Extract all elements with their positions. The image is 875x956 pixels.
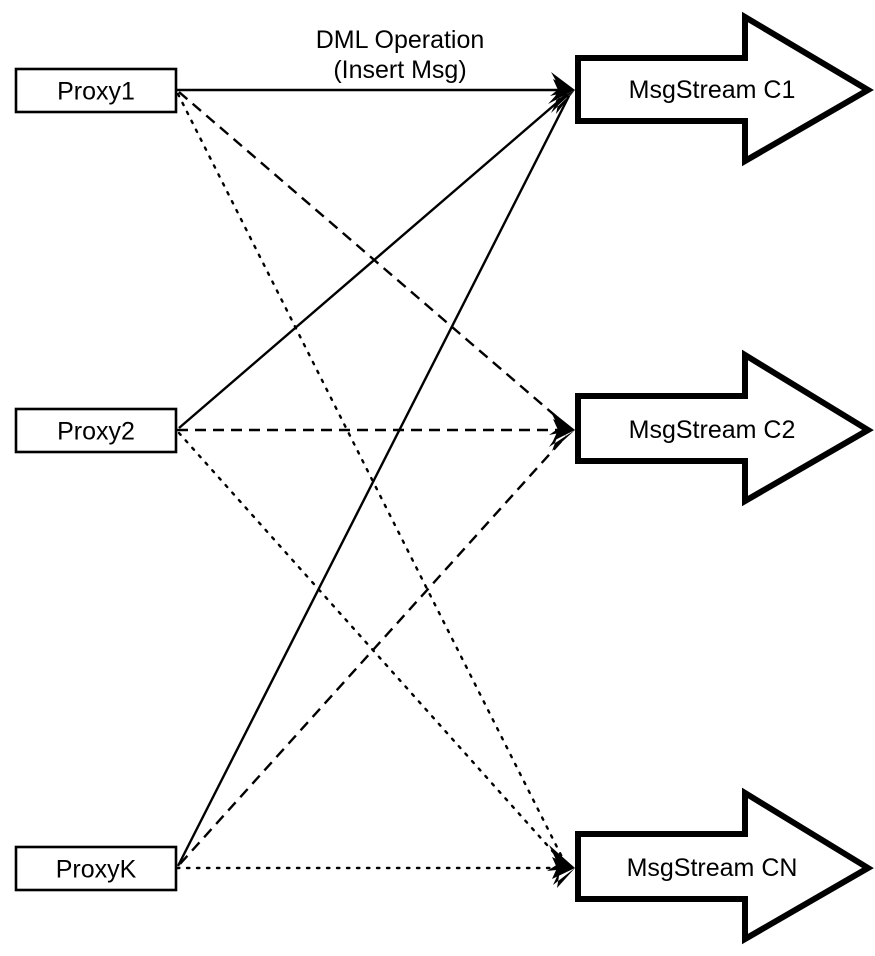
proxy1-label: Proxy1 xyxy=(57,78,135,106)
edge-proxyk-to-stream-c1 xyxy=(176,95,571,867)
stream-c1-label: MsgStream C1 xyxy=(629,76,796,104)
arrowhead-stream-c2 xyxy=(549,410,575,451)
stream-c2-label: MsgStream C2 xyxy=(629,416,796,444)
dml-operation-caption: DML Operation (Insert Msg) xyxy=(316,26,485,84)
caption-line-2: (Insert Msg) xyxy=(333,56,466,84)
edge-proxy2-to-stream-cn xyxy=(177,431,566,866)
stream-cn-label: MsgStream CN xyxy=(627,854,798,882)
proxy1-box[interactable] xyxy=(14,67,178,114)
stream-c1-arrow-shape[interactable] xyxy=(575,11,874,167)
proxy2-node[interactable]: Proxy2 xyxy=(14,407,178,454)
proxy2-label: Proxy2 xyxy=(57,418,135,446)
stream-cn-node[interactable]: MsgStream CN xyxy=(575,787,874,945)
arrowhead-group xyxy=(547,72,575,888)
edge-proxy1-to-stream-cn xyxy=(176,92,567,865)
stream-c1-node[interactable]: MsgStream C1 xyxy=(575,11,874,167)
caption-line-1: DML Operation xyxy=(316,26,485,54)
edge-proxyk-to-stream-c2 xyxy=(179,435,567,865)
edge-group-proxyk xyxy=(175,95,571,870)
edge-proxy1-to-stream-c2 xyxy=(178,91,567,426)
arrowhead-stream-cn xyxy=(547,845,575,888)
proxyk-node[interactable]: ProxyK xyxy=(14,845,178,892)
proxyk-label: ProxyK xyxy=(56,856,137,884)
stream-c2-node[interactable]: MsgStream C2 xyxy=(575,349,874,507)
proxyk-box[interactable] xyxy=(14,845,178,892)
edge-group-proxy2 xyxy=(177,93,568,866)
stream-c2-arrow-shape[interactable] xyxy=(575,349,874,507)
proxy2-box[interactable] xyxy=(14,407,178,454)
edge-group-proxy1 xyxy=(176,88,568,865)
edge-proxy2-to-stream-c1 xyxy=(178,93,568,429)
proxy1-node[interactable]: Proxy1 xyxy=(14,67,178,114)
stream-cn-arrow-shape[interactable] xyxy=(575,787,874,945)
arrowhead-stream-c1 xyxy=(548,72,575,114)
